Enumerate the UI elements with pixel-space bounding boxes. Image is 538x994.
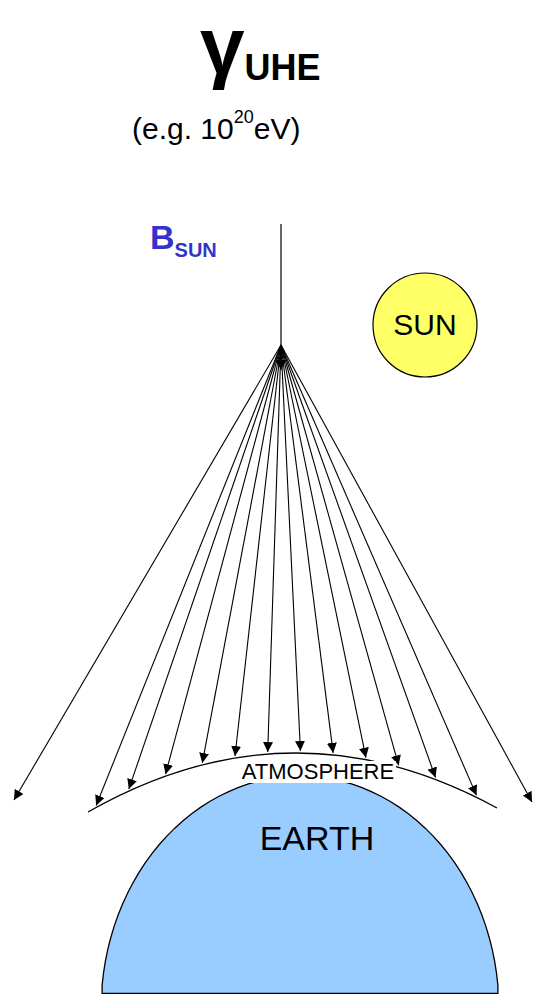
trajectory-arrow — [281, 345, 399, 765]
node-label: EARTH — [260, 821, 375, 855]
sun-circle: SUN — [371, 271, 479, 379]
field-symbol: B — [150, 220, 175, 254]
photon-symbol: γ — [200, 6, 245, 86]
trajectory-arrow — [96, 345, 281, 805]
node-label: SUN — [393, 310, 456, 340]
trajectory-arrow — [129, 345, 281, 789]
superscript: 20 — [234, 108, 254, 126]
energy-note: eV) — [254, 114, 301, 144]
energy-note: (e.g. 10 — [132, 114, 234, 144]
trajectory-arrow — [235, 345, 281, 756]
trajectory-arrow — [202, 345, 281, 763]
particle-fan — [14, 345, 532, 805]
trajectory-arrow — [281, 345, 532, 802]
subscript: SUN — [175, 240, 217, 260]
trajectory-arrow — [14, 345, 281, 800]
trajectory-arrow — [268, 345, 281, 752]
earth-outline — [100, 775, 500, 994]
trajectory-arrow — [166, 345, 281, 774]
trajectory-arrow — [281, 345, 436, 778]
atmosphere-label: ATMOSPHERE — [240, 761, 396, 783]
subscript: UHE — [245, 50, 321, 86]
earth-shape: EARTH — [100, 775, 500, 994]
trajectory-arrow — [281, 345, 366, 758]
trajectory-arrow — [281, 345, 477, 795]
